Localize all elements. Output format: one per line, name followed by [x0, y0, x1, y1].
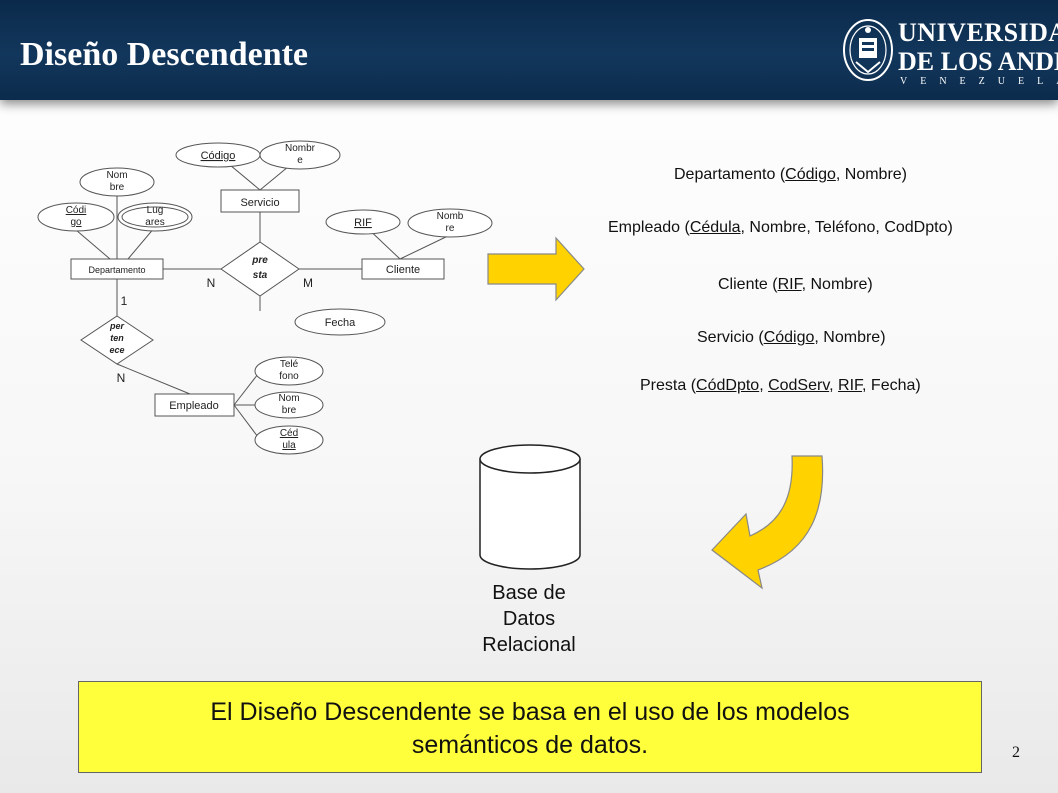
attr-servicio-nombre-1: Nombr [285, 143, 316, 154]
schema-empleado: Empleado (Cédula, Nombre, Teléfono, CodD… [608, 219, 953, 236]
summary-note: El Diseño Descendente se basa en el uso … [78, 681, 982, 773]
card-presta-dep: N [207, 276, 216, 290]
university-seal-icon [843, 19, 893, 81]
slide-header: Diseño Descendente UNIVERSIDAD DE LOS AN… [0, 0, 1058, 100]
attr-servicio-nombre-2: e [297, 155, 303, 166]
right-arrow-icon [487, 236, 585, 302]
card-pertenece-dep: 1 [121, 294, 128, 308]
key-cliente-rif: RIF [777, 276, 802, 293]
attr-depto-codigo-2: go [70, 217, 82, 228]
attr-depto-nombre-2: bre [110, 182, 125, 193]
database-label: Base de Datos Relacional [482, 582, 576, 656]
schema-servicio: Servicio (Código, Nombre) [697, 329, 886, 346]
attr-presta-fecha: Fecha [325, 317, 356, 329]
attr-emp-telefono-2: fono [279, 371, 299, 382]
database-cylinder-icon [479, 444, 581, 570]
attr-cliente-rif: RIF [354, 217, 372, 229]
key-empleado-cedula: Cédula [689, 219, 741, 236]
attr-emp-nombre-2: bre [282, 405, 297, 416]
entity-empleado: Empleado [169, 400, 219, 412]
attr-depto-lugares-2: ares [145, 217, 164, 228]
key-presta-rif: RIF [838, 377, 863, 394]
card-pertenece-emp: N [117, 371, 126, 385]
logo-line-1: UNIVERSIDAD [898, 18, 1058, 47]
attr-servicio-codigo: Código [201, 150, 236, 162]
page-number: 2 [1012, 744, 1020, 761]
key-departamento-codigo: Código [785, 166, 836, 183]
attr-emp-nombre-1: Nom [278, 393, 299, 404]
rel-pertenece-1: per [109, 321, 125, 331]
entity-departamento: Departamento [88, 265, 145, 275]
attr-cliente-nombre-2: re [446, 223, 455, 234]
schema-cliente: Cliente (RIF, Nombre) [718, 276, 873, 293]
key-presta-codserv: CodServ [768, 377, 830, 394]
attr-depto-codigo-1: Códi [66, 205, 87, 216]
entity-servicio: Servicio [240, 197, 279, 209]
attr-emp-cedula-1: Céd [280, 428, 298, 439]
attr-emp-telefono-1: Telé [280, 359, 299, 370]
logo-line-3: VENEZUELA [900, 76, 1058, 87]
rel-pertenece-2: ten [110, 333, 124, 343]
key-presta-coddpto: CódDpto [696, 377, 760, 394]
university-logo: UNIVERSIDAD DE LOS ANDES VENEZUELA [840, 14, 1058, 90]
entity-cliente: Cliente [386, 264, 420, 276]
attr-depto-nombre-1: Nom [106, 170, 127, 181]
logo-line-2: DE LOS ANDES [898, 47, 1058, 76]
slide-title: Diseño Descendente [20, 36, 309, 73]
attr-emp-cedula-2: ula [282, 440, 296, 451]
attr-cliente-nombre-1: Nomb [437, 211, 464, 222]
schema-departamento: Departamento (Código, Nombre) [674, 166, 907, 183]
rel-presta-2: sta [253, 270, 268, 281]
card-presta-cli: M [303, 276, 313, 290]
schema-presta: Presta (CódDpto, CodServ, RIF, Fecha) [640, 377, 921, 394]
curved-arrow-icon [711, 455, 824, 590]
rel-presta-1: pre [251, 255, 268, 266]
summary-note-text: El Diseño Descendente se basa en el uso … [210, 698, 850, 759]
rel-pertenece-3: ece [109, 345, 124, 355]
key-servicio-codigo: Código [763, 329, 815, 346]
er-diagram: Servicio Departamento Cliente Empleado p… [37, 140, 493, 455]
attr-depto-lugares-1: Lug [147, 205, 164, 216]
